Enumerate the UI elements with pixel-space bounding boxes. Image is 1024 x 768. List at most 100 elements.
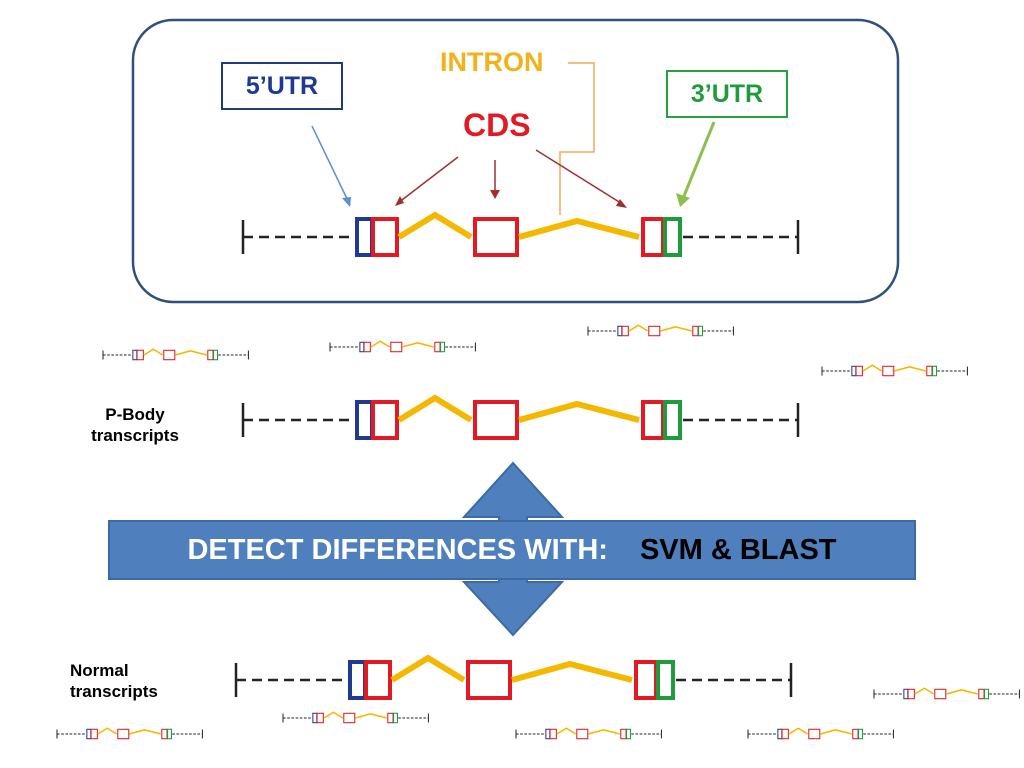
small-5-intron-2 [946,688,978,695]
small-2-cds-exon-2 [390,341,403,353]
small-1-utr5-exon [132,349,138,361]
utr5-label: 5’UTR [221,62,343,110]
pbody-intron-1 [397,394,473,423]
small-2-utr5-exon [359,341,365,353]
small-3-cds-exon-3 [692,325,699,337]
reference-utr3-exon [663,217,682,257]
small-5-cds-exon-1 [907,688,915,700]
normal-utr3-exon [656,660,675,700]
utr3-pointer-head [676,193,690,207]
small-2-utr3-exon [440,341,446,353]
utr3-label-text: 3’UTR [690,79,764,108]
pbody-intron-2 [518,400,640,423]
normal-label-line1: Normal [70,661,129,680]
pbody-label-line1: P-Body [105,405,165,424]
pbody-utr3-exon [663,400,682,440]
reference-cds-exon-3 [641,217,665,257]
small-transcript [873,687,1020,700]
small-7-utr5-exon [86,728,92,740]
reference-utr5-exon [355,217,374,257]
small-1-cds-exon-2 [163,349,176,361]
small-8-cds-exon-2 [576,728,589,740]
small-2-cds-exon-3 [434,341,441,353]
small-7-utr3-exon [167,728,173,740]
small-8-utr5-exon [545,728,551,740]
small-3-utr5-exon [617,325,623,337]
banner-main-text: DETECT DIFFERENCES WITH: [187,533,608,566]
small-9-intron-2 [820,728,852,735]
small-8-intron-1 [556,727,577,735]
reference-intron-1 [397,211,473,240]
small-1-cds-exon-3 [207,349,214,361]
small-transcript [102,348,249,361]
small-1-intron-1 [143,348,164,356]
small-4-intron-1 [862,364,883,372]
small-4-utr3-exon [932,365,938,377]
utr3-pointer [682,121,716,197]
reference-intron-2 [518,217,640,240]
small-5-utr5-exon [903,688,909,700]
small-6-cds-exon-3 [387,712,394,724]
small-4-intron-2 [894,365,926,372]
small-3-intron-2 [660,325,692,332]
small-8-utr3-exon [626,728,632,740]
small-transcript [587,324,734,337]
small-6-cds-exon-1 [316,712,324,724]
pbody-utr5-exon [355,400,374,440]
normal-label-line2: transcripts [70,682,158,701]
gene-model-pbody [241,394,800,440]
small-9-cds-exon-1 [781,728,789,740]
small-4-cds-exon-3 [926,365,933,377]
pbody-label-line2: transcripts [91,426,179,445]
utr5-label-text: 5’UTR [245,71,319,100]
small-3-intron-1 [628,324,649,332]
normal-cds-exon-2 [466,660,512,700]
small-3-utr3-exon [698,325,704,337]
small-transcript [282,711,429,724]
small-7-intron-2 [129,728,161,735]
small-9-intron-1 [788,727,809,735]
small-5-utr3-exon [984,688,990,700]
small-7-cds-exon-1 [90,728,98,740]
cds-pointer-left-head [395,196,404,206]
small-8-cds-exon-1 [549,728,557,740]
reference-cds-exon-1 [371,217,399,257]
small-transcripts [56,324,1020,740]
small-6-utr3-exon [393,712,399,724]
normal-intron-2 [511,660,633,683]
detect-differences-banner: DETECT DIFFERENCES WITH: SVM & BLAST [108,520,916,580]
small-1-cds-exon-1 [136,349,144,361]
cds-label: CDS [463,107,531,143]
small-5-cds-exon-3 [978,688,985,700]
normal-cds-exon-3 [634,660,658,700]
utr3-label: 3’UTR [666,70,788,118]
small-8-intron-2 [588,728,620,735]
small-7-intron-1 [97,727,118,735]
pbody-cds-exon-1 [371,400,399,440]
cds-pointer-left [397,156,459,204]
small-transcript [515,727,662,740]
pbody-cds-exon-3 [641,400,665,440]
normal-cds-exon-1 [364,660,392,700]
small-5-cds-exon-2 [934,688,947,700]
small-transcript [821,364,968,377]
small-3-cds-exon-2 [648,325,661,337]
small-9-cds-exon-2 [808,728,821,740]
banner-tools-text: SVM & BLAST [639,533,837,566]
pbody-group-label: P-Body transcripts [70,404,200,446]
small-6-utr5-exon [312,712,318,724]
small-transcript [329,340,476,353]
small-6-intron-1 [323,711,344,719]
small-2-cds-exon-1 [363,341,371,353]
small-4-cds-exon-2 [882,365,895,377]
small-6-cds-exon-2 [343,712,356,724]
utr5-pointer-head [342,197,351,207]
small-2-intron-2 [402,341,434,348]
intron-pointer [559,62,595,215]
cds-pointer-middle-head [490,190,500,199]
small-6-intron-2 [355,712,387,719]
small-9-utr3-exon [858,728,864,740]
reference-cds-exon-2 [473,217,519,257]
utr5-pointer [311,125,351,206]
small-7-cds-exon-3 [161,728,168,740]
